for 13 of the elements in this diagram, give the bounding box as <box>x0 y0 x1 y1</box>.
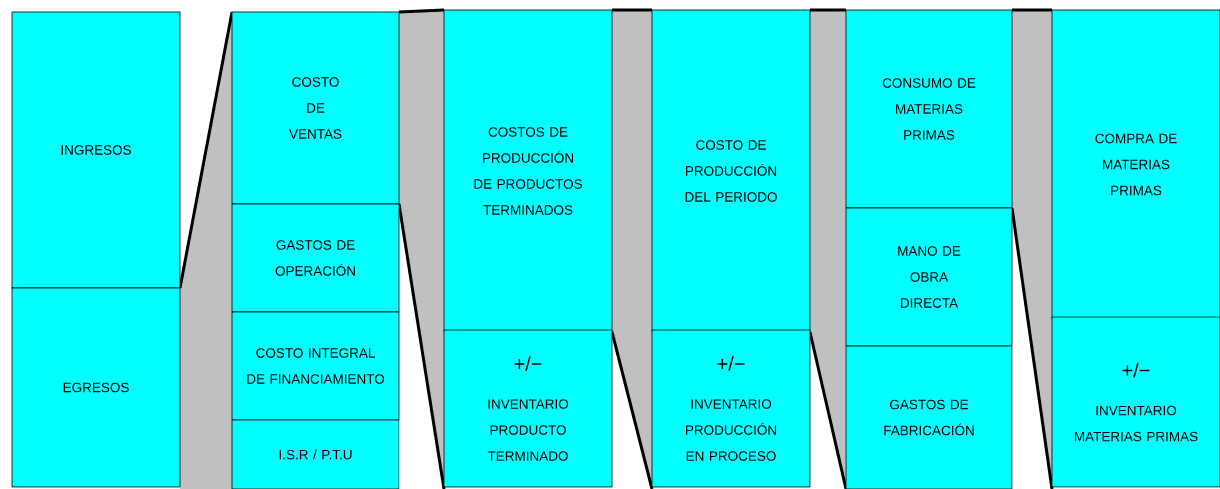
account-box: INGRESOS <box>11 11 181 289</box>
account-box: +/− INVENTARIO MATERIAS PRIMAS <box>1051 316 1220 488</box>
account-box: GASTOS DE FABRICACIÓN <box>845 345 1013 489</box>
account-box: CONSUMO DE MATERIAS PRIMAS <box>845 9 1013 209</box>
account-box: GASTOS DE OPERACIÓN <box>231 203 400 313</box>
account-box: MANO DE OBRA DIRECTA <box>845 207 1013 347</box>
account-box: COSTO INTEGRAL DE FINANCIAMIENTO <box>231 311 400 421</box>
account-box: COMPRA DE MATERIAS PRIMAS <box>1051 9 1220 320</box>
account-box: I.S.R / P.T.U <box>231 419 400 489</box>
account-box: COSTO DE VENTAS <box>231 11 400 205</box>
account-box: +/− INVENTARIO PRODUCCIÓN EN PROCESO <box>651 329 811 488</box>
account-box: EGRESOS <box>11 287 181 488</box>
account-box: +/− INVENTARIO PRODUCTO TERMINADO <box>443 329 613 488</box>
